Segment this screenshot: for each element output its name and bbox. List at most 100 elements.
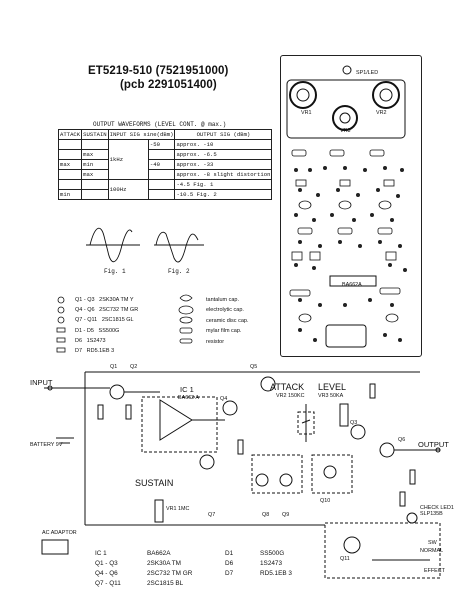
pcb-vr1-label: VR1 [301,110,312,116]
bom-ref: D6 [225,560,234,567]
resistor-icon [179,338,193,344]
attack-vr-label: VR2 150KC [276,393,305,399]
pot-vr2-shaft [379,88,393,102]
table-cell [81,189,109,200]
bom-ref: Q7 - Q11 [95,580,121,587]
output-label: OUTPUT [418,440,449,449]
q2-label: Q2 [130,364,138,370]
effect-label: EFFECT [424,568,445,574]
pot-vr1-icon [289,81,317,109]
bom-part: RD5.1EB 3 [260,570,292,577]
pcb-vr3-label: VR3 [340,128,351,134]
switch-label: SW [428,540,437,546]
resistor-icon [409,469,416,485]
table-cell: 1kHz [107,139,149,180]
bom-part: 1S2473 [260,560,283,567]
resistor-icon [125,404,132,420]
transistor-symbol-icon [57,296,65,304]
diode-symbol-icon [56,347,66,353]
waveform-table: ATTACK SUSTAIN INPUT SIG sine(dBm) OUTPU… [57,129,273,200]
battery-label: BATTERY 9V [30,442,63,448]
transistor-q1-icon [109,384,125,400]
bom-part: SS500G [260,550,285,557]
attack-label: ATTACK [270,382,305,392]
pcb-layout [280,55,422,357]
resistor-icon [369,383,376,399]
parts-list: IC 1 BA662A D1 SS500G Q1 - Q3 2SK30A TM … [95,550,335,610]
legend-transistor-row: Q1 - Q3 2SK30A TM Y [75,297,134,303]
legend-symbol-row: electrolytic cap. [206,307,244,313]
ic1-label: IC 1 [180,385,194,394]
resistor-icon [97,404,104,420]
ic-outline [329,275,377,287]
output-jack-icon [435,447,441,453]
level-vr-label: VR3 50KA [318,393,344,399]
legend-symbol-row: resistor [206,339,225,345]
legend-diode-row: D6 1S2473 [75,338,106,344]
bom-part: 2SC732 TM GR [147,570,193,577]
table-cell: min [57,189,83,200]
bom-ref: D1 [225,550,234,557]
q7-label: Q7 [208,512,216,518]
attack-pot-wiper [301,419,311,424]
normal-label: NORMAL [420,548,444,554]
fig2-wave [155,231,199,263]
bom-part: BA662A [147,550,171,557]
tantalum-cap-icon [179,294,193,302]
pcb-components [289,149,401,323]
table-row: min -10.5 Fig. 2 [57,189,273,200]
fig1-label: Fig. 1 [104,268,126,275]
ac-adaptor-label: AC ADAPTOR [42,530,77,536]
ic1-dashed-box [141,396,218,453]
level-label: LEVEL [318,382,347,392]
transistor-q11-icon [343,536,361,554]
title-line-2: (pcb 2291051400) [120,79,217,91]
transistor-q7-icon [199,454,215,470]
diode-symbol-icon [56,337,66,343]
electrolytic-cap-icon [178,305,194,315]
pot-vr1-shaft [296,88,310,102]
pcb-sp-label: SP1/LED [356,70,379,76]
q3-label: Q3 [350,420,358,426]
pot-vr3-icon [332,105,358,131]
bom-part: 2SK30A TM [147,560,181,567]
mylar-cap-icon [179,327,193,334]
pot-vr3-shaft [339,112,351,124]
pot-block-outline [286,79,406,139]
transistor-q10-box [311,454,353,494]
sustain-vr-label: VR1 1MC [166,506,190,512]
transistor-q6-icon [379,442,395,458]
bom-ref: Q4 - Q6 [95,570,118,577]
ac-adaptor-jack-icon [41,539,69,555]
footswitch-box [324,522,441,579]
q5-label: Q5 [250,364,258,370]
fig1-wave [89,227,133,263]
q1-label: Q1 [110,364,118,370]
bom-part: 2SC1815 BL [147,580,184,587]
ceramic-cap-icon [179,316,193,324]
resistor-icon [237,439,244,455]
diode-symbol-icon [56,327,66,333]
transistor-q5-icon [260,376,276,392]
pcb-vr2-label: VR2 [376,110,387,116]
transistor-q4-icon [222,400,238,416]
input-jack-icon [47,385,53,391]
ic1-part-label: BA662 A [178,395,199,401]
sustain-label: SUSTAIN [135,478,174,488]
sustain-pot-icon [154,499,164,523]
transistor-q3-icon [350,424,366,440]
transistor-symbol-icon [57,306,65,314]
fig2-label: Fig. 2 [168,268,190,275]
pcb-pads [294,166,407,342]
legend-diode-row: D7 RD5.1EB 3 [75,348,115,354]
q11-label: Q11 [340,556,350,562]
q9-label: Q9 [282,512,290,518]
led-pad-icon [342,65,352,75]
pot-vr2-icon [372,81,400,109]
q4-label: Q4 [220,396,228,402]
